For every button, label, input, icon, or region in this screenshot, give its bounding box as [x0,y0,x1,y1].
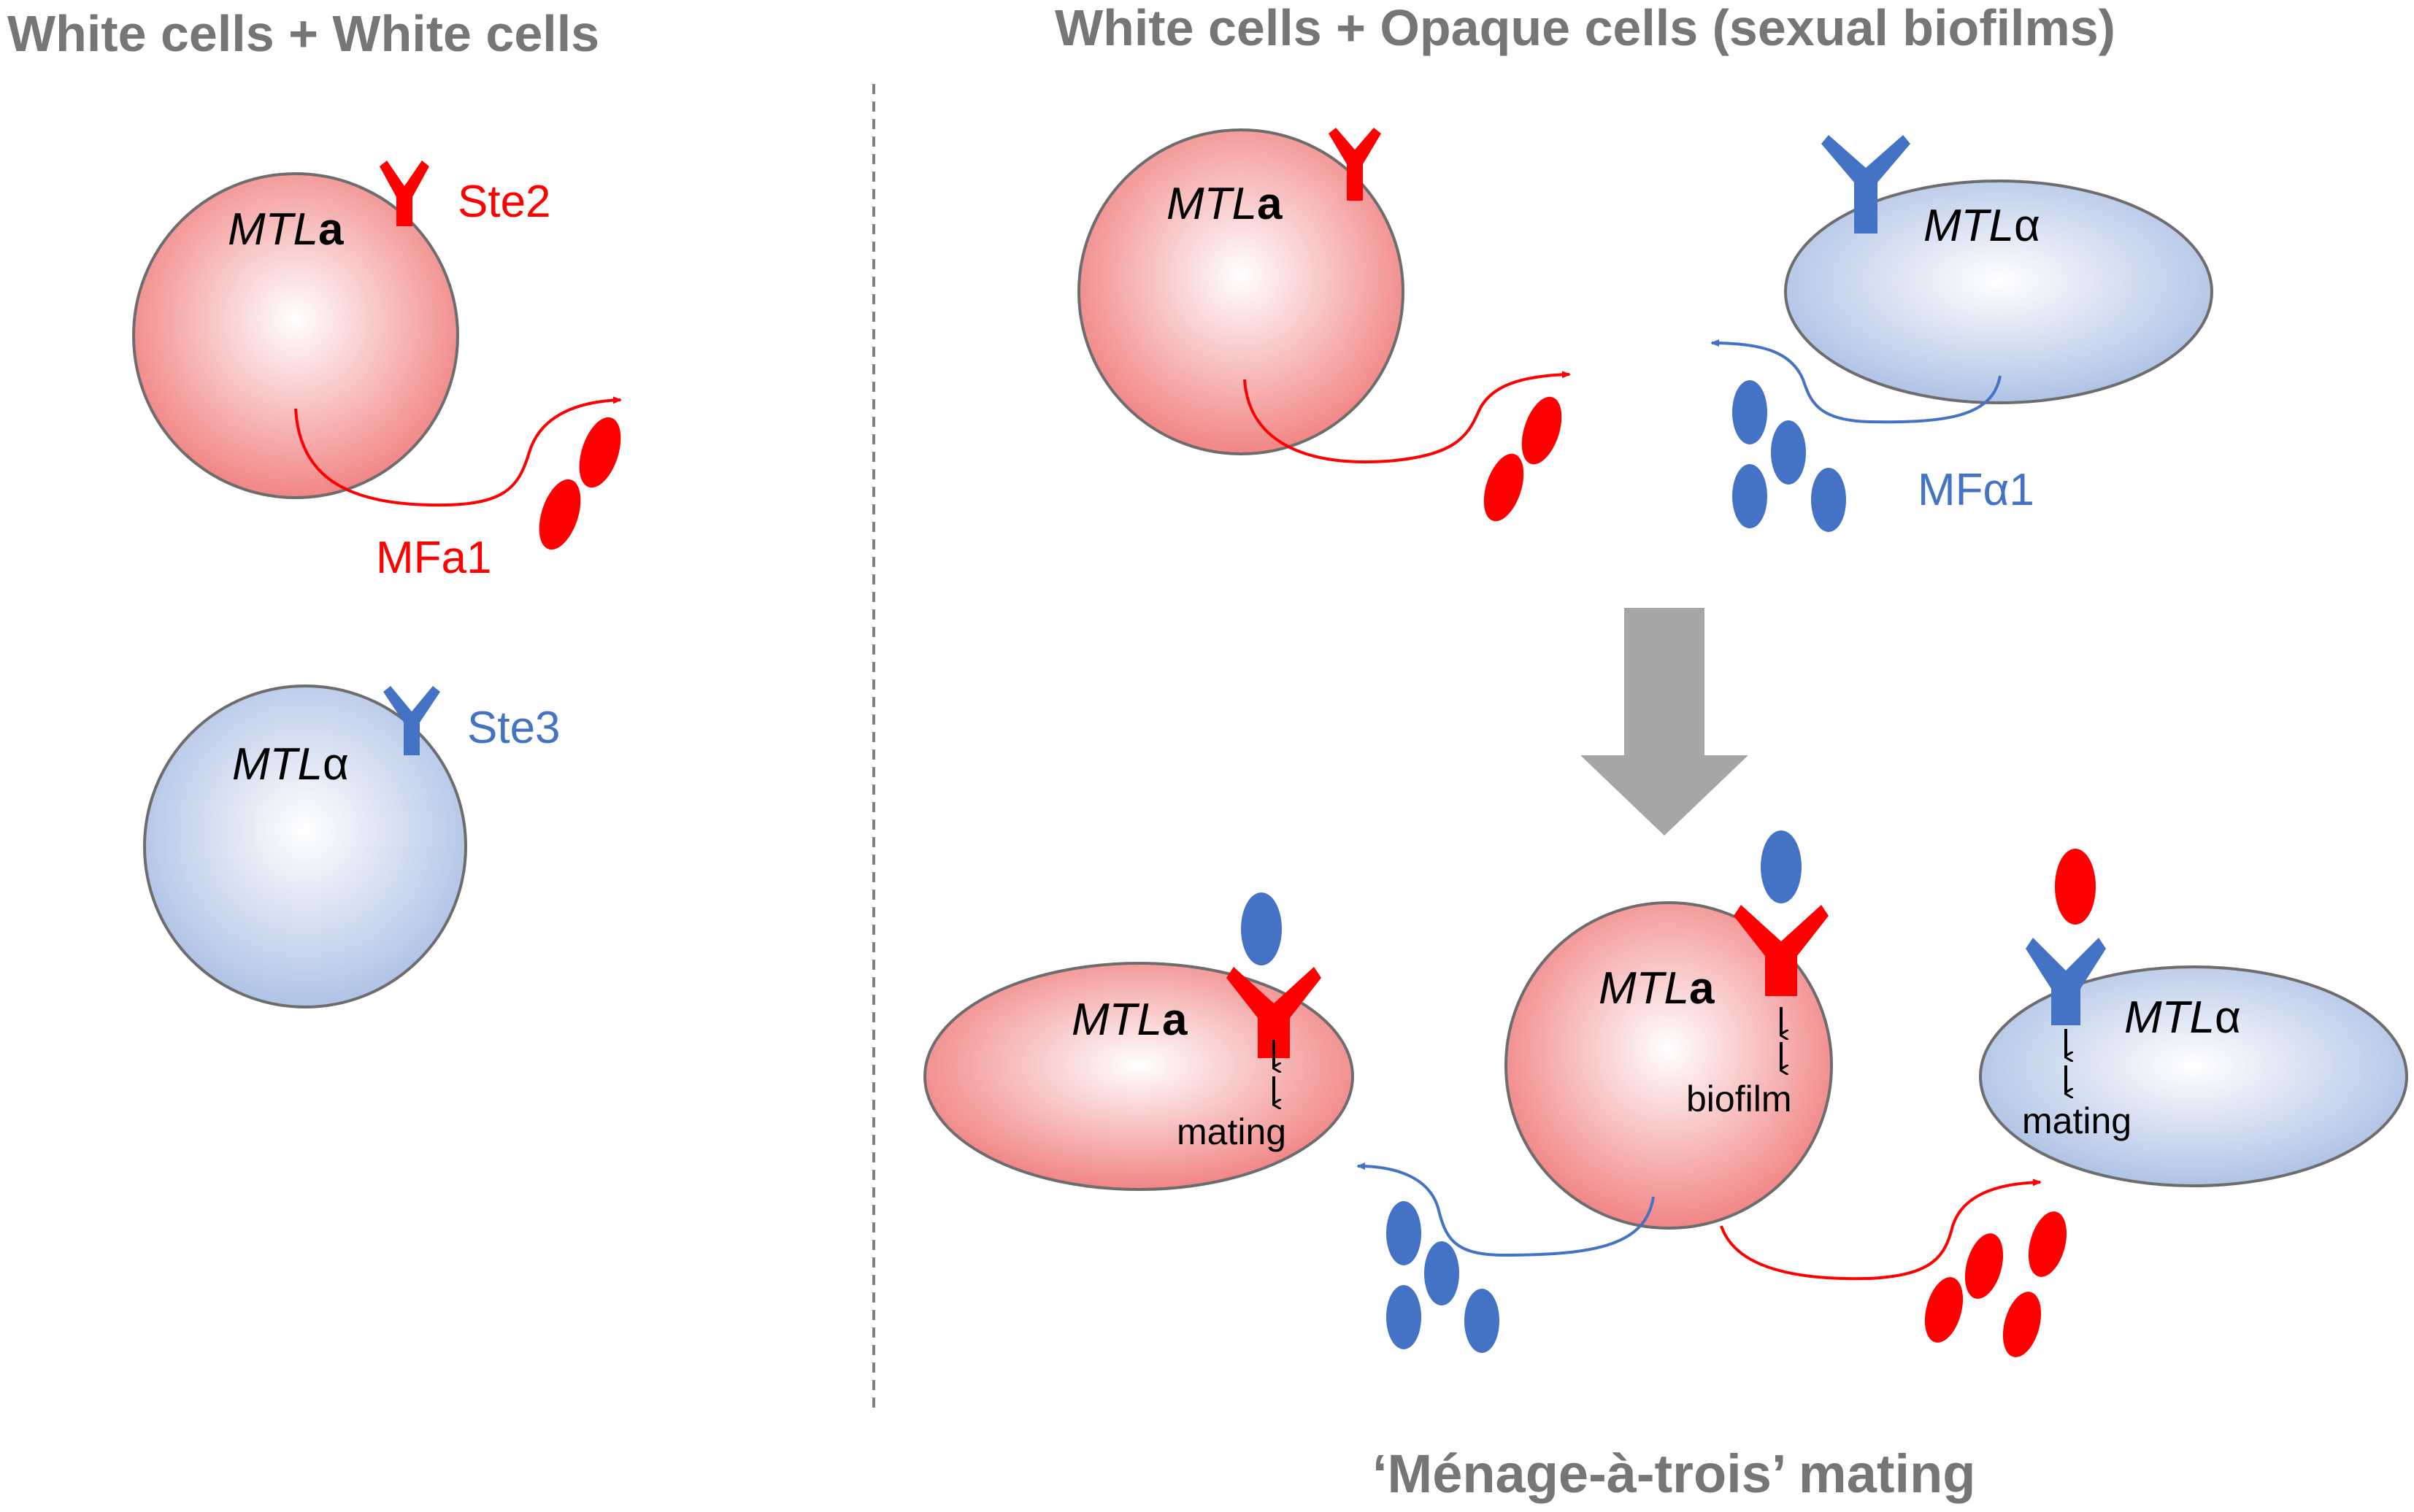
mfa1-pheromone-icon [1924,1277,1964,1343]
left-panel-title: White cells + White cells [7,5,599,62]
mfa1-label: MFa1 [376,533,491,583]
mfalpha1-pheromone-icon [1811,468,1846,532]
mfalpha1-pheromone-icon [1386,1201,1421,1265]
svg-text:MTLa: MTLa [228,204,344,255]
mfa1-pheromone-icon [1964,1233,2004,1299]
ste2-receptor-icon [380,161,429,226]
left-mtlalpha-cell: MTLα [143,684,467,1008]
ste3-receptor-icon [1821,135,1910,234]
mfalpha1-pheromone-icon [1241,892,1282,965]
mfa1-pheromone-icon [2002,1292,2042,1357]
ste2-label: Ste2 [458,177,551,227]
mfalpha1-pheromone-icon [1464,1289,1499,1353]
svg-text:MTLa: MTLa [1166,179,1283,229]
svg-text:MTLa: MTLa [1599,963,1715,1014]
ste3-receptor-icon [383,686,440,755]
mfalpha1-pheromone-icon [1424,1241,1459,1305]
ste3-receptor-icon [2026,938,2106,1025]
mfa1-pheromone-icon [2055,849,2096,925]
mfalpha1-pheromone-icon [1732,464,1767,528]
bottom-left-mtla-cell: MTLa mating [923,892,1354,1191]
left-mtla-cell: MTLa [132,161,459,499]
mating-label: mating [1177,1111,1286,1152]
right-panel-title: White cells + Opaque cells (sexual biofi… [1055,0,2115,56]
svg-text:MTLα: MTLα [2124,992,2241,1043]
bottom-right-mtlalpha-cell: MTLα mating [1979,849,2408,1187]
svg-text:MTLα: MTLα [232,739,349,790]
mfalpha1-label: MFα1 [1918,465,2034,515]
ste2-receptor-icon [1734,905,1829,996]
transition-arrow-icon [1580,608,1748,836]
mfa1-pheromone-icon [539,479,581,550]
svg-text:MTLα: MTLα [1923,201,2040,251]
mfalpha1-pheromone-icon [1771,420,1806,485]
bottom-panel-title: ‘Ménage-à-trois’ mating [1372,1443,1975,1504]
svg-text:MTLa: MTLa [1072,995,1188,1045]
mfa1-secretion-arrow [1720,1179,2042,1281]
mating-label: mating [2022,1100,2132,1141]
ste2-receptor-icon [1329,128,1381,201]
mfa1-pheromone-icon [2028,1211,2067,1277]
mfa1-pheromone-icon [1483,453,1524,522]
mfa1-secretion-arrow [294,396,622,507]
mfalpha1-secretion-arrow [1710,339,2002,424]
mfalpha1-secretion-arrow [1356,1162,1655,1257]
bottom-center-mtla-cell: MTLa biofilm [1504,830,1833,1230]
mfa1-secretion-arrow [1243,371,1571,463]
biofilm-label: biofilm [1686,1079,1791,1119]
mfalpha1-pheromone-icon [1386,1285,1421,1349]
top-mtlalpha-opaque-cell: MTLα [1784,135,2213,404]
ste3-label: Ste3 [467,703,561,753]
top-mtla-cell: MTLa [1077,128,1404,455]
mfa1-pheromone-icon [579,417,621,488]
mfa1-pheromone-icon [1521,396,1562,465]
mfalpha1-pheromone-icon [1732,380,1767,444]
mfalpha1-pheromone-icon [1761,830,1802,903]
